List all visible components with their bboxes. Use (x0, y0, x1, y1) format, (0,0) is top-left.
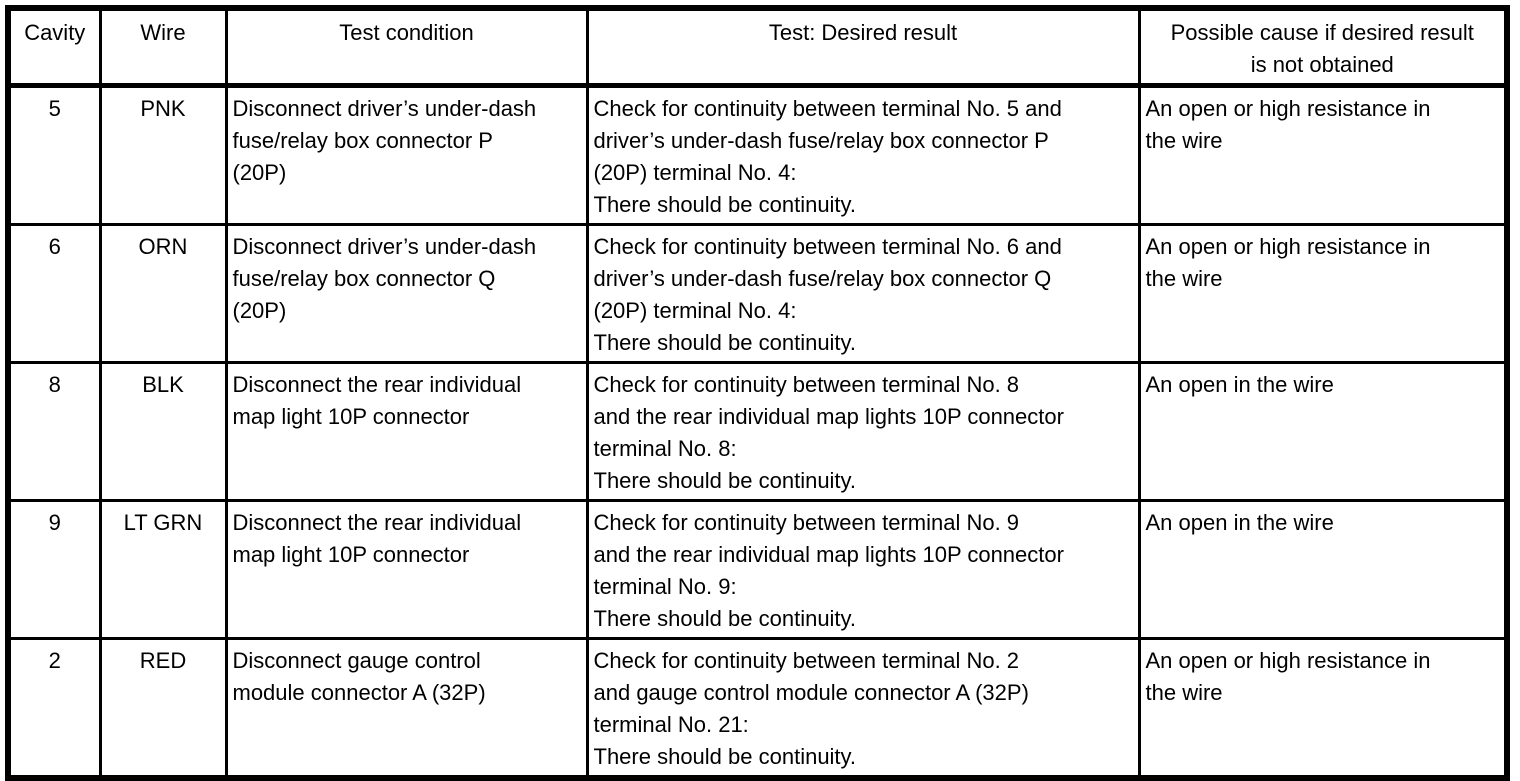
cell-test-condition: Disconnect the rear individual map light… (224, 361, 589, 502)
cell-desired-result: Check for continuity between terminal No… (585, 223, 1141, 364)
header-possible-cause: Possible cause if desired result is not … (1137, 6, 1509, 88)
manual-page: Cavity Wire Test condition Test: Desired… (5, 5, 1510, 781)
wiring-test-table: Cavity Wire Test condition Test: Desired… (5, 5, 1510, 781)
table-row: 2 RED Disconnect gauge control module co… (6, 637, 1509, 780)
cell-possible-cause: An open or high resistance in the wire (1137, 84, 1509, 226)
cell-test-condition: Disconnect the rear individual map light… (224, 499, 589, 640)
cell-test-condition: Disconnect driver’s under-dash fuse/rela… (224, 223, 589, 364)
cell-test-condition: Disconnect gauge control module connecto… (224, 637, 589, 780)
cell-desired-result: Check for continuity between terminal No… (585, 361, 1141, 502)
cell-wire: LT GRN (98, 499, 228, 640)
table-row: 8 BLK Disconnect the rear individual map… (6, 361, 1509, 502)
cell-desired-result: Check for continuity between terminal No… (585, 499, 1141, 640)
cell-possible-cause: An open in the wire (1137, 499, 1509, 640)
cell-desired-result: Check for continuity between terminal No… (585, 84, 1141, 226)
header-cavity: Cavity (6, 6, 102, 88)
table-row: 6 ORN Disconnect driver’s under-dash fus… (6, 223, 1509, 364)
header-test-condition: Test condition (224, 6, 589, 88)
cell-cavity: 8 (6, 361, 102, 502)
table-row: 5 PNK Disconnect driver’s under-dash fus… (6, 84, 1509, 226)
table-row: 9 LT GRN Disconnect the rear individual … (6, 499, 1509, 640)
header-desired-result: Test: Desired result (585, 6, 1141, 88)
cell-possible-cause: An open or high resistance in the wire (1137, 637, 1509, 780)
cell-wire: PNK (98, 84, 228, 226)
cell-cavity: 6 (6, 223, 102, 364)
cell-test-condition: Disconnect driver’s under-dash fuse/rela… (224, 84, 589, 226)
cell-possible-cause: An open in the wire (1137, 361, 1509, 502)
cell-cavity: 9 (6, 499, 102, 640)
cell-cavity: 2 (6, 637, 102, 780)
cell-wire: BLK (98, 361, 228, 502)
cell-wire: ORN (98, 223, 228, 364)
cell-desired-result: Check for continuity between terminal No… (585, 637, 1141, 780)
cell-possible-cause: An open or high resistance in the wire (1137, 223, 1509, 364)
cell-cavity: 5 (6, 84, 102, 226)
header-wire: Wire (98, 6, 228, 88)
cell-wire: RED (98, 637, 228, 780)
table-header-row: Cavity Wire Test condition Test: Desired… (6, 6, 1509, 88)
